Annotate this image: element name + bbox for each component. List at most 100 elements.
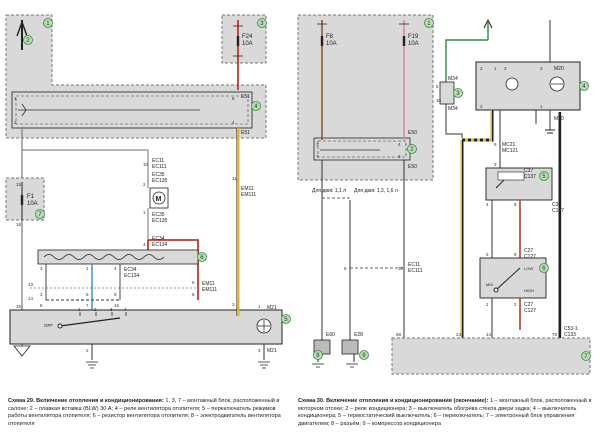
connector-c37-b: C37 xyxy=(552,202,561,208)
mode-switch-labels: LOW MID HIGH xyxy=(486,266,534,293)
svg-text:2: 2 xyxy=(94,307,97,312)
engine-ecu-block xyxy=(391,337,591,375)
callout-group-left: 1 2 3 4 5 6 7 xyxy=(23,18,291,324)
connector-m34-b: M34 xyxy=(448,106,458,112)
fan-resistor-block xyxy=(37,249,199,265)
callout-group-right: 1 2 3 4 5 6 7 8 9 xyxy=(313,18,591,361)
connector-ec35-a: EC35 xyxy=(152,172,165,178)
engine-note-1-3-1-6l: Для двиг. 1,3, 1,6 л xyxy=(354,188,398,194)
pin-numbers-right: 2 1 3 3 2 1 5 10 3 7 4 3 6 3 4 6 5 9 1 2… xyxy=(316,66,558,337)
connector-ec135-b: EC135 xyxy=(152,218,168,224)
svg-text:3: 3 xyxy=(232,302,235,307)
svg-text:15: 15 xyxy=(16,304,22,309)
svg-text:14: 14 xyxy=(486,332,492,337)
connector-m20-a: M20 xyxy=(554,66,564,72)
svg-text:7: 7 xyxy=(316,154,319,159)
callout-3-right: 3 xyxy=(456,91,460,97)
svg-text:2: 2 xyxy=(480,104,483,109)
switch-labels-left: OFF 1 2 3 4 xyxy=(44,307,127,328)
svg-text:6: 6 xyxy=(344,266,347,271)
svg-text:88: 88 xyxy=(396,332,402,337)
callout-8-right: 8 xyxy=(316,353,320,359)
svg-text:LOW: LOW xyxy=(524,266,533,271)
svg-text:16: 16 xyxy=(114,303,120,308)
mode-switch xyxy=(479,257,547,299)
svg-text:6: 6 xyxy=(514,202,517,207)
callout-2-left: 2 xyxy=(26,38,30,44)
svg-text:8: 8 xyxy=(192,292,195,297)
svg-text:4: 4 xyxy=(124,307,127,312)
svg-text:4: 4 xyxy=(398,142,401,147)
svg-text:10: 10 xyxy=(143,162,149,167)
connector-labels-right: M20 M20 M34 M34 MC21 MC121 C37 C137 C37 … xyxy=(326,66,578,338)
fuse-f1-label: F1 xyxy=(27,194,35,200)
svg-text:2: 2 xyxy=(480,66,483,71)
right-diagram: 1 2 3 4 5 6 7 8 9 F8 10A F19 10A M20 M20… xyxy=(297,14,591,375)
connector-ec111: EC111 xyxy=(152,164,167,170)
svg-text:1: 1 xyxy=(143,210,146,215)
svg-text:5: 5 xyxy=(192,280,195,285)
svg-text:1: 1 xyxy=(86,266,89,271)
connector-c137-b: C137 xyxy=(552,208,564,214)
svg-text:10: 10 xyxy=(436,98,442,103)
svg-text:78: 78 xyxy=(552,332,558,337)
connector-e28: E28 xyxy=(354,332,363,338)
fuse-f19-label: F19 xyxy=(408,34,419,40)
connector-e50-b: E50 xyxy=(408,164,417,170)
svg-text:3: 3 xyxy=(494,162,497,167)
svg-text:11: 11 xyxy=(232,176,237,181)
connector-c127-a: C127 xyxy=(524,254,536,260)
svg-text:3: 3 xyxy=(40,266,43,271)
svg-text:2: 2 xyxy=(14,120,17,125)
svg-text:9: 9 xyxy=(514,252,517,257)
svg-text:4: 4 xyxy=(232,120,235,125)
rear-defroster-switch xyxy=(439,81,455,105)
svg-text:2: 2 xyxy=(514,302,517,307)
connector-ec11: EC11 xyxy=(408,262,420,268)
connector-c133: C133 xyxy=(564,332,576,338)
connector-ec34-b: EC34 xyxy=(124,267,137,273)
svg-text:3: 3 xyxy=(258,348,261,353)
connector-ec34-a: EC34 xyxy=(152,236,165,242)
connector-em11-b: EM11 xyxy=(202,281,215,287)
svg-text:6: 6 xyxy=(494,142,497,147)
connector-mc21: MC21 xyxy=(502,142,516,148)
svg-text:3: 3 xyxy=(110,307,113,312)
svg-text:18: 18 xyxy=(16,222,22,227)
callout-7-left: 7 xyxy=(38,212,42,218)
connector-em111-a: EM111 xyxy=(241,192,256,198)
fuse-f8-rating: 10A xyxy=(326,41,337,47)
connector-e51-a: E51 xyxy=(241,94,250,100)
connector-em111-b: EM111 xyxy=(202,287,217,293)
connector-ec135-a: EC135 xyxy=(152,178,168,184)
svg-text:1: 1 xyxy=(14,96,17,101)
svg-text:1: 1 xyxy=(494,66,497,71)
svg-text:1: 1 xyxy=(78,307,81,312)
caption-right: Схема 30. Включение отопления и кондицио… xyxy=(298,398,594,428)
svg-text:8: 8 xyxy=(232,96,235,101)
connector-c127-b: C127 xyxy=(524,308,536,314)
svg-text:M: M xyxy=(156,196,162,203)
callout-4-left: 4 xyxy=(254,104,258,110)
callout-3-left: 3 xyxy=(260,21,264,27)
svg-text:6: 6 xyxy=(40,303,43,308)
svg-text:13: 13 xyxy=(28,282,34,287)
callout-4-right: 4 xyxy=(582,84,586,90)
svg-text:OFF: OFF xyxy=(44,323,53,328)
fuse-f19-rating: 10A xyxy=(408,41,419,47)
connector-m34-a: M34 xyxy=(448,76,458,82)
connector-c53-1: C53-1 xyxy=(564,326,578,332)
connector-c27-b: C27 xyxy=(524,302,533,308)
fuse-f24-label: F24 xyxy=(242,34,253,40)
connector-c137-a: C137 xyxy=(524,174,536,180)
ac-switch-block xyxy=(475,61,581,111)
callout-5-right: 5 xyxy=(542,174,546,180)
connector-mc121: MC121 xyxy=(502,148,518,154)
svg-text:1: 1 xyxy=(540,104,543,109)
engine-note-1-1l: Для двиг. 1,1 л xyxy=(312,188,346,194)
fuse-f8-label: F8 xyxy=(326,34,334,40)
caption-right-text: 1 – монтажный блок, расположенный в мото… xyxy=(298,398,592,427)
fuse-f1-rating: 10A xyxy=(27,201,38,207)
svg-text:3: 3 xyxy=(398,154,401,159)
